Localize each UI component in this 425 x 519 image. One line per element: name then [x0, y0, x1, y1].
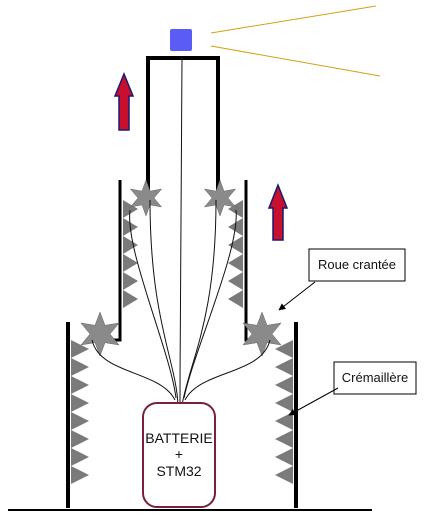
gear-star-icon: [203, 179, 237, 217]
gear-star-icon: [80, 311, 120, 357]
up-arrow-icon: [267, 182, 289, 241]
battery-line-2: +: [175, 446, 183, 462]
rack-callout-arrow: [288, 387, 339, 416]
rack-tooth: [123, 272, 138, 290]
rack-tooth: [228, 290, 243, 308]
rack-tooth: [71, 376, 89, 394]
rack-tooth: [71, 340, 89, 358]
rack-tooth: [228, 254, 243, 272]
rack-tooth: [275, 430, 293, 448]
battery-box: [142, 402, 216, 508]
rack-tooth: [228, 200, 243, 218]
rack-label-box: [333, 361, 417, 395]
middle-tube-left: [105, 180, 122, 342]
sensor-beam-upper: [210, 5, 377, 34]
up-arrow-icon: [113, 72, 135, 131]
middle-tube-right: [244, 180, 262, 342]
rack-tooth: [71, 412, 89, 430]
rack-label: Crémaillère: [342, 370, 408, 385]
rack-tooth: [123, 254, 138, 272]
rack-teeth: [71, 200, 293, 484]
rack-tooth: [123, 236, 138, 254]
rack-tooth: [123, 290, 138, 308]
gears: [80, 179, 282, 357]
gear-label-box: [308, 248, 406, 282]
rack-tooth: [275, 376, 293, 394]
rack-tooth: [275, 358, 293, 376]
rack-tooth: [275, 340, 293, 358]
rack-tooth: [275, 412, 293, 430]
rack-tooth: [71, 448, 89, 466]
gear-star-icon: [129, 179, 163, 217]
rack-tooth: [71, 466, 89, 484]
rack-tooth: [275, 394, 293, 412]
gear-label: Roue crantée: [318, 257, 396, 272]
rack-tooth: [123, 200, 138, 218]
rack-tooth: [228, 272, 243, 290]
rack-tooth: [228, 236, 243, 254]
rack-tooth: [71, 358, 89, 376]
top-tube: [146, 56, 220, 200]
rack-tooth: [275, 466, 293, 484]
battery-line-1: BATTERIE: [145, 430, 212, 446]
wires: [91, 57, 271, 406]
rack-tooth: [71, 430, 89, 448]
gear-callout-arrow: [278, 281, 316, 311]
sensor-icon: [170, 29, 192, 51]
sensor-beam-lower: [210, 45, 381, 77]
rack-tooth: [71, 394, 89, 412]
gear-star-icon: [242, 311, 282, 357]
rack-tooth: [275, 448, 293, 466]
battery-line-3: STM32: [156, 463, 201, 479]
